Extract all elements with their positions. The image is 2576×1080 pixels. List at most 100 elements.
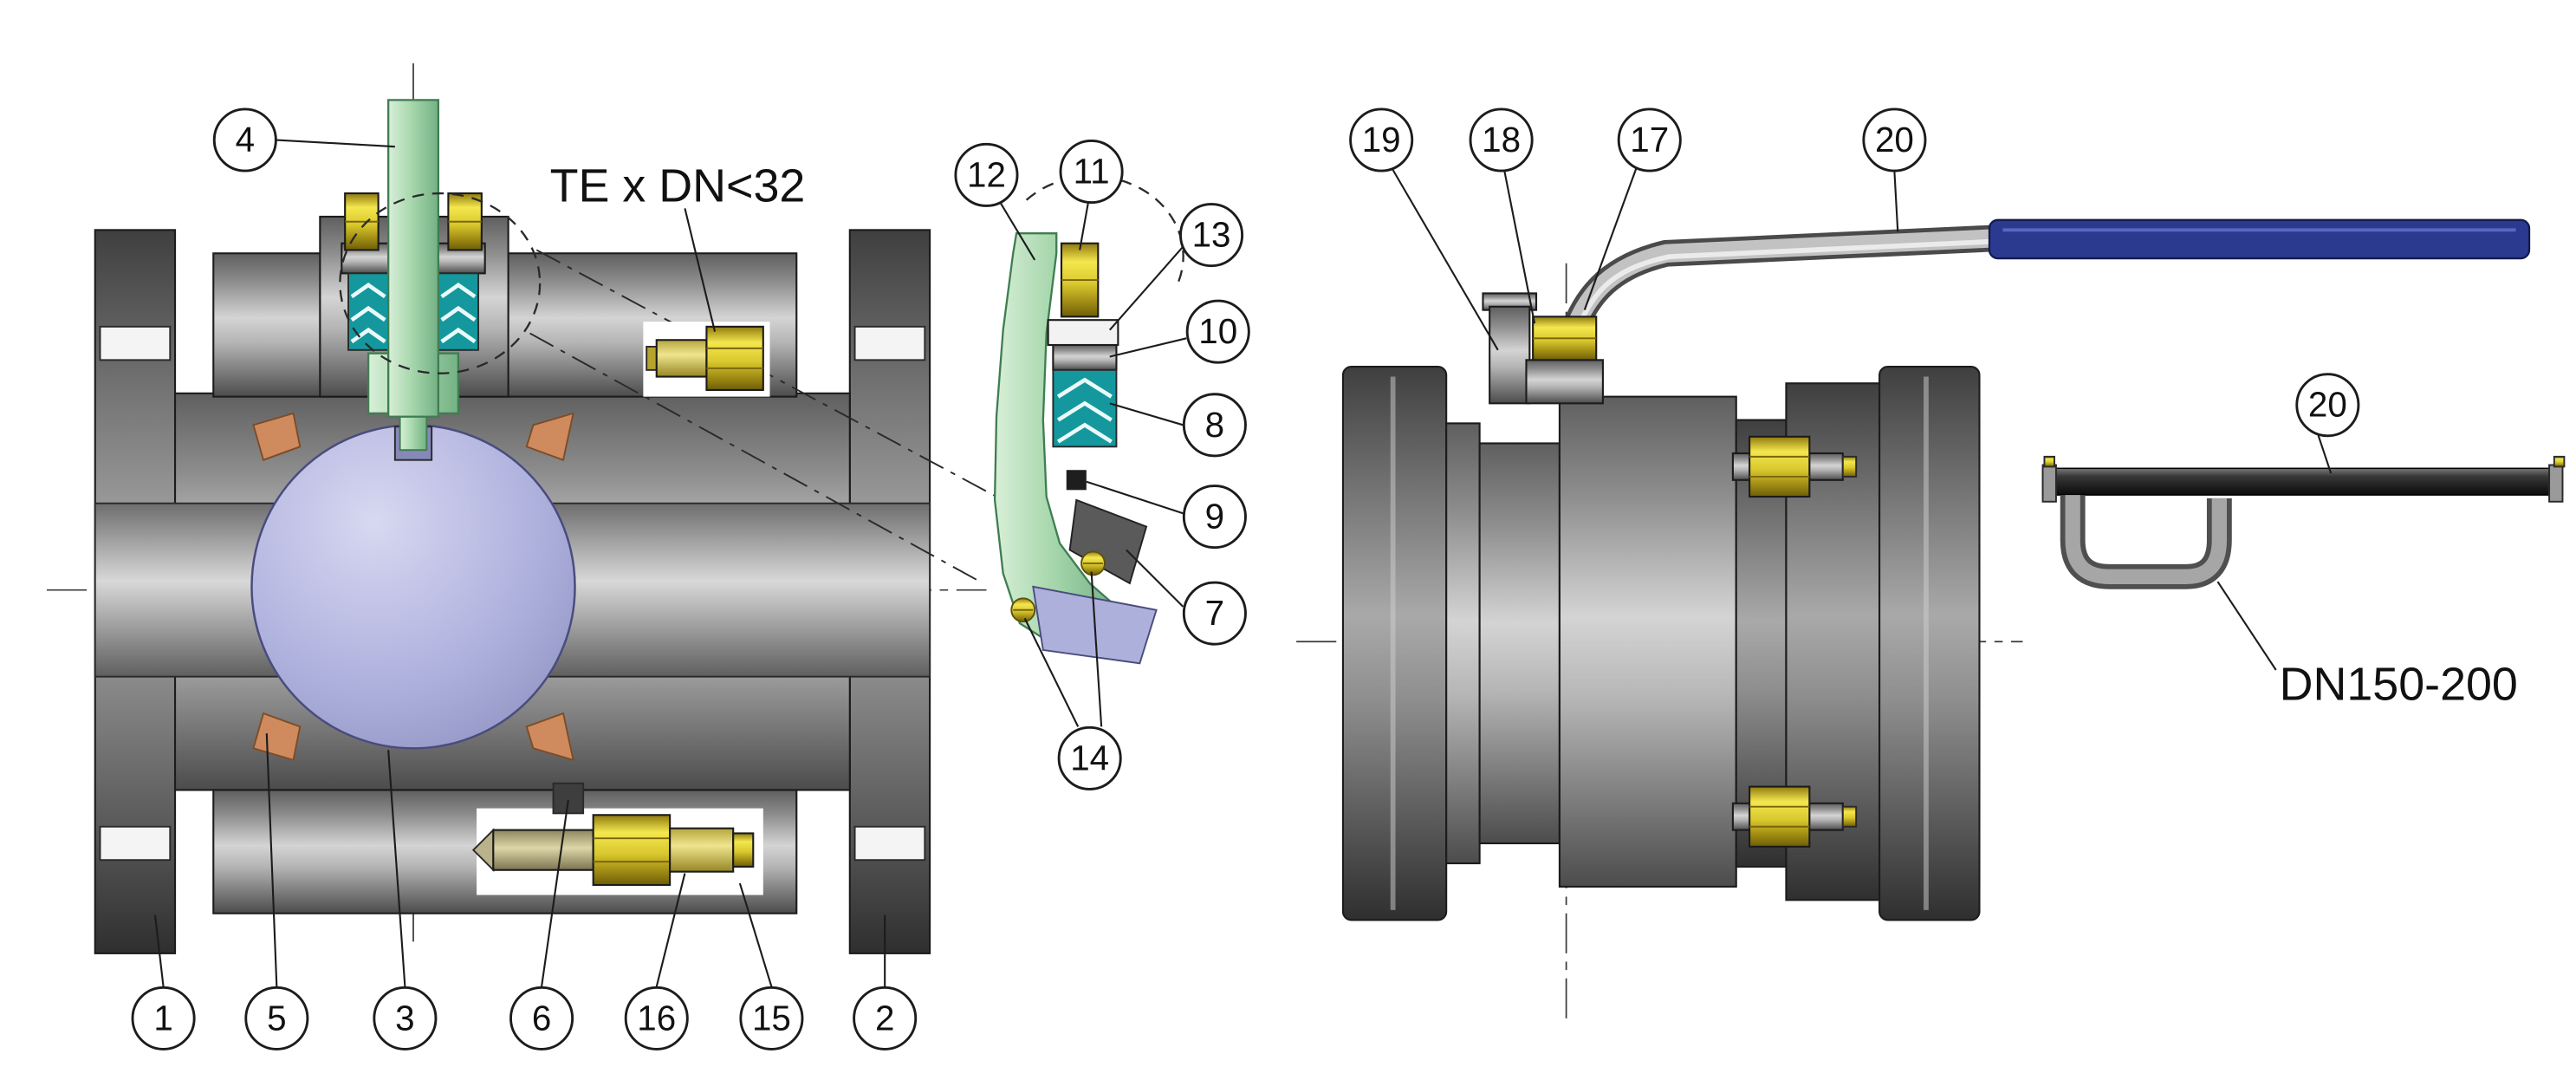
callout-circle	[1185, 299, 1250, 364]
callout-circle	[373, 986, 438, 1051]
callout-19: 19	[1349, 107, 1414, 172]
callouts: 4 1 5 3 6 16 15 2 12 11 13 10 8 9 7 14 1…	[131, 107, 2360, 1051]
right-flange-bolt-slot-top	[853, 325, 926, 361]
callout-number: 15	[752, 998, 791, 1038]
detail-boundary-arc	[1025, 175, 1184, 288]
leader-8	[1109, 402, 1184, 426]
callout-number: 11	[1074, 152, 1110, 192]
callout-15: 15	[739, 986, 804, 1051]
leader-16	[655, 873, 686, 987]
leader-12	[998, 201, 1036, 261]
chevron-line	[350, 282, 386, 299]
leader-11	[1079, 203, 1089, 250]
callout-number: 3	[395, 998, 414, 1038]
leader-17	[1583, 167, 1638, 311]
seat-top-right	[525, 412, 574, 461]
callout-number: 10	[1198, 311, 1237, 351]
callout-number: 17	[1630, 120, 1669, 159]
callout-number: 4	[236, 120, 255, 159]
leader-1	[153, 914, 165, 987]
callout-number: 9	[1205, 497, 1224, 537]
callout-10: 10	[1185, 299, 1250, 364]
callout-14: 14	[1057, 725, 1122, 790]
side-right-flange-outer	[1878, 365, 1981, 921]
section-view	[46, 63, 997, 954]
leader-18	[1503, 171, 1536, 324]
callout-number: 12	[967, 154, 1006, 194]
detail-body-wedge	[1068, 498, 1148, 585]
seat-bottom-right	[525, 712, 574, 762]
bar-end-cap-right	[2548, 464, 2564, 503]
leader-15	[738, 882, 773, 987]
right-flange-bolt-slot-bottom	[853, 825, 926, 862]
callout-circle	[1059, 140, 1124, 205]
assembled-side-view	[1296, 218, 2531, 1024]
callout-number: 19	[1362, 120, 1401, 159]
ball	[250, 424, 576, 750]
callout-18: 18	[1469, 107, 1534, 172]
bar-pin-left	[2043, 455, 2055, 468]
vent-shank	[655, 339, 708, 378]
callout-circle	[1349, 107, 1414, 172]
flange-bolt-end-bottom	[1841, 805, 1858, 828]
drain-passage	[552, 782, 585, 815]
callout-circle	[624, 986, 689, 1051]
leader-13	[1108, 245, 1184, 331]
leader-6	[541, 799, 569, 987]
side-center-barrel	[1558, 395, 1737, 888]
extension-bar	[2041, 467, 2564, 496]
callout-number: 14	[1070, 738, 1109, 777]
callout-1: 1	[131, 986, 196, 1051]
callout-2: 2	[853, 986, 918, 1051]
callout-number: 1	[153, 998, 172, 1038]
leader-14a	[1023, 617, 1080, 727]
flange-bolt-nut-top	[1749, 435, 1811, 498]
callout-number: 20	[2308, 385, 2347, 425]
side-left-hub	[1478, 442, 1561, 845]
detail-packing-stack	[1052, 368, 1118, 448]
left-flange-bolt-slot-bottom	[99, 825, 172, 862]
handle-detail-view	[2041, 455, 2566, 589]
leader-3	[387, 750, 406, 987]
drain-bolt-shank	[669, 827, 735, 873]
leader-10	[1109, 337, 1187, 358]
callout-circle	[131, 986, 196, 1051]
drain-hex-head	[592, 814, 672, 887]
callout-circle	[1862, 107, 1927, 172]
chevron-line	[350, 327, 386, 344]
leader-20-handle	[1893, 171, 1899, 232]
left-flange-bolt-slot-top	[99, 325, 172, 361]
callout-13: 13	[1179, 203, 1244, 268]
side-left-raised-face	[1445, 422, 1481, 865]
callout-12: 12	[954, 142, 1019, 207]
callout-circle	[212, 107, 277, 172]
flange-bolt-nut-bottom	[1749, 785, 1811, 848]
callout-5: 5	[244, 986, 309, 1051]
leader-7	[1126, 549, 1184, 608]
leader-lines	[153, 139, 2333, 987]
leader-dn-note	[2216, 581, 2277, 671]
chevron-line	[1056, 377, 1113, 399]
leader-5	[265, 733, 278, 987]
leader-14b	[1090, 571, 1103, 727]
callout-number: 5	[267, 998, 286, 1038]
callout-6: 6	[509, 986, 574, 1051]
callout-number: 20	[1875, 120, 1914, 159]
callout-circle	[2295, 373, 2360, 438]
u-bracket	[2065, 495, 2228, 584]
bar-pin-right	[2553, 455, 2566, 468]
bar-end-cap-left	[2041, 464, 2057, 503]
callout-number: 6	[532, 998, 551, 1038]
detail-nut	[1047, 319, 1119, 347]
chevron-line	[350, 305, 386, 322]
seat-top-left	[252, 412, 302, 461]
leader-20-detail	[2316, 433, 2333, 474]
callout-circle	[1179, 203, 1244, 268]
flange-bolt-end-top	[1841, 455, 1858, 478]
callout-circle	[244, 986, 309, 1051]
callout-20-handle: 20	[1862, 107, 1927, 172]
callout-number: 7	[1205, 593, 1224, 633]
callout-number: 2	[875, 998, 894, 1038]
detail-boundary-circle	[339, 192, 542, 374]
